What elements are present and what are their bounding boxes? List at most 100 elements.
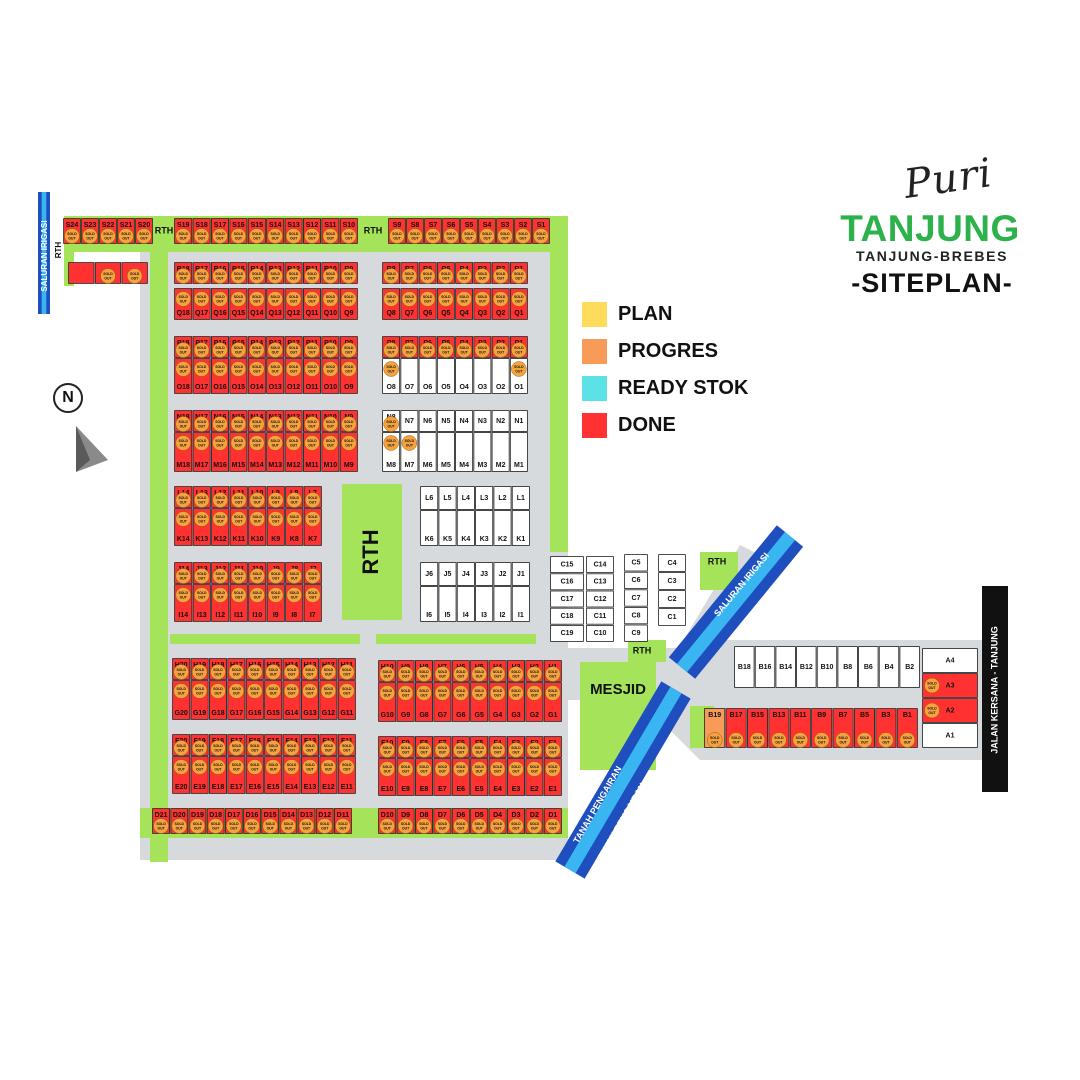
sold-out-text: SOLD [305, 668, 315, 672]
sold-out-text: SOLD [289, 365, 299, 369]
sold-out-badge [545, 742, 561, 758]
sold-out-text: OUT [420, 693, 428, 697]
unit-label: M10 [324, 462, 338, 469]
sold-out-text: SOLD [456, 689, 466, 693]
sold-out-badge [511, 268, 527, 284]
block-j: J14SOLDOUTJ13SOLDOUTJ12SOLDOUTJ11SOLDOUT… [174, 562, 322, 584]
sold-out-text: OUT [267, 826, 275, 830]
sold-out-text: OUT [178, 767, 186, 771]
unit-label: I7 [310, 612, 316, 619]
sold-out-text: OUT [711, 740, 719, 744]
unit-plot [658, 554, 686, 572]
sold-out-badge [212, 435, 228, 451]
unit-label: B18 [738, 664, 751, 671]
sold-out-text: SOLD [307, 295, 317, 299]
sold-out-text: SOLD [234, 272, 244, 276]
sold-out-text: OUT [515, 350, 523, 354]
sold-out-badge [453, 761, 469, 777]
unit-plot [493, 486, 512, 510]
unit-label: O18 [177, 384, 190, 391]
sold-out-badge [397, 761, 414, 777]
sold-out-badge [302, 740, 318, 756]
block-e: E20SOLDOUTE19SOLDOUTE18SOLDOUTE17SOLDOUT… [172, 756, 356, 794]
sold-out-badge [194, 511, 210, 527]
sold-out-text: OUT [345, 443, 353, 447]
sold-out-text: OUT [531, 674, 539, 678]
sold-out-text: OUT [290, 236, 298, 240]
sold-out-text: OUT [308, 276, 316, 280]
sold-out-text: OUT [180, 519, 188, 523]
sold-out-text: OUT [216, 369, 224, 373]
sold-out-badge [322, 291, 339, 307]
legend-label: READY STOK [618, 376, 749, 399]
sold-out-badge [508, 666, 524, 682]
sold-out-text: OUT [272, 350, 280, 354]
sold-out-badge [191, 664, 208, 680]
unit-label: L3 [480, 495, 488, 502]
sold-out-text: OUT [290, 369, 298, 373]
sold-out-text: OUT [216, 350, 224, 354]
unit-label: M8 [386, 462, 396, 469]
unit-label: D1 [548, 812, 557, 819]
unit-plot [473, 432, 492, 472]
sold-out-text: SOLD [386, 420, 396, 424]
sold-out-text: OUT [345, 369, 353, 373]
unit-label: E8 [420, 786, 429, 793]
sold-out-badge [249, 361, 265, 377]
sold-out-text: SOLD [927, 706, 937, 710]
sold-out-badge [383, 361, 399, 377]
unit-label: C5 [632, 560, 641, 567]
sold-out-text: SOLD [103, 232, 113, 236]
sold-out-badge [453, 666, 469, 682]
irrigation-label: SALURAN IRIGASI [40, 220, 49, 291]
sold-out-badge [118, 228, 134, 244]
unit-plot [493, 586, 512, 622]
sold-out-text: SOLD [438, 765, 448, 769]
sold-out-badge [383, 342, 399, 358]
unit-plot [511, 562, 530, 586]
unit-label: E14 [285, 784, 298, 791]
unit-label: D12 [318, 812, 331, 819]
sold-out-badge [339, 683, 355, 699]
sold-out-text: OUT [928, 686, 936, 690]
sold-out-text: OUT [494, 693, 502, 697]
sold-out-text: SOLD [382, 670, 392, 674]
sold-out-text: SOLD [216, 515, 226, 519]
sold-out-text: OUT [439, 693, 447, 697]
unit-plot [436, 410, 455, 432]
unit-plot [511, 510, 530, 546]
sold-out-text: SOLD [234, 572, 244, 576]
sold-out-badge [416, 761, 432, 777]
unit-label: S7 [429, 222, 438, 229]
unit-label: D11 [337, 812, 350, 819]
unit-label: C9 [632, 630, 641, 637]
unit-label: Q9 [344, 310, 353, 317]
unit-plot [436, 358, 455, 394]
sold-out-badge [286, 492, 302, 508]
sold-out-text: SOLD [344, 346, 354, 350]
block-k: K14SOLDOUTK13SOLDOUTK12SOLDOUTK11SOLDOUT… [174, 508, 322, 546]
sold-out-badge [461, 228, 477, 244]
sold-out-badge [286, 511, 302, 527]
sold-out-text: SOLD [305, 687, 315, 691]
unit-label: M9 [344, 462, 354, 469]
sold-out-text: SOLD [213, 668, 223, 672]
sold-out-text: OUT [345, 299, 353, 303]
unit-label: Q2 [496, 310, 505, 317]
legend-item-ready: READY STOK [582, 375, 749, 401]
sold-out-text: OUT [272, 236, 280, 240]
sold-out-text: OUT [212, 826, 220, 830]
sold-out-badge [474, 342, 491, 358]
sold-out-badge [194, 568, 210, 584]
unit-label: G13 [303, 710, 316, 717]
sold-out-text: OUT [928, 711, 936, 715]
sold-out-text: OUT [388, 369, 396, 373]
sold-out-badge [545, 666, 561, 682]
sold-out-badge [526, 761, 543, 777]
sold-out-text: OUT [290, 424, 298, 428]
unit-label: L2 [498, 495, 506, 502]
sold-out-text: SOLD [302, 822, 312, 826]
sold-out-text: OUT [309, 576, 317, 580]
unit-label: L4 [462, 495, 470, 502]
sold-out-text: SOLD [441, 346, 451, 350]
